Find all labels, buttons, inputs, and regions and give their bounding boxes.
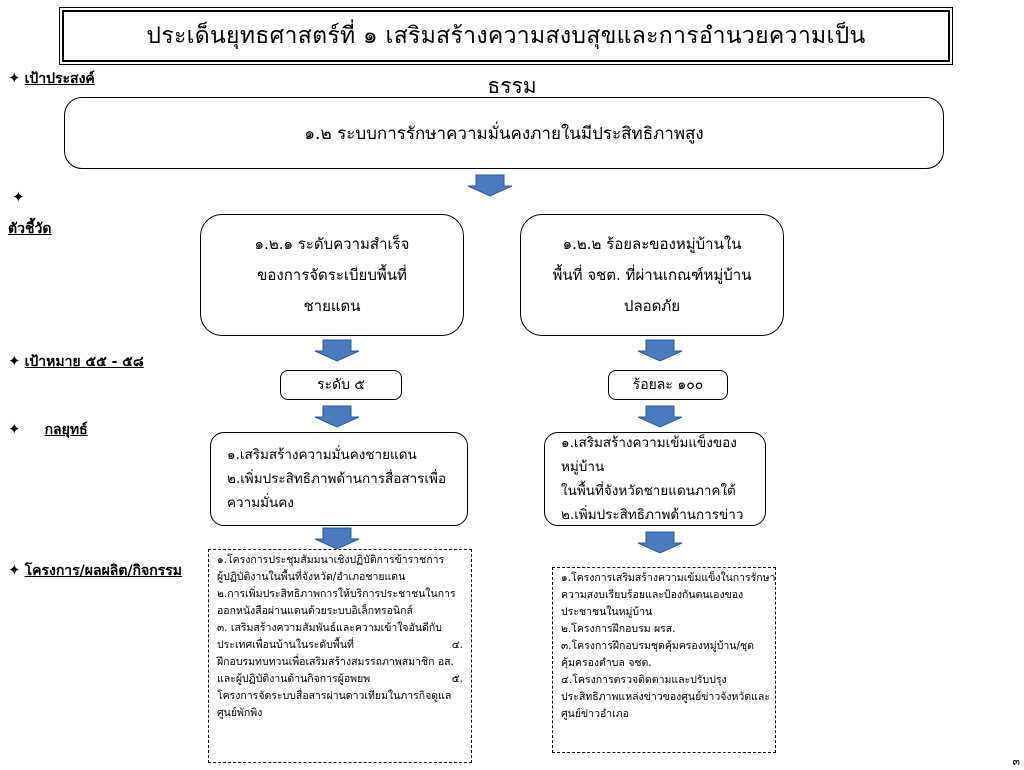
strategy-right-line: ในพื้นที่จังหวัดชายแดนภาคใต้ bbox=[561, 483, 736, 499]
project-line: ความสงบเรียบร้อยและป้องกันตนเองของ bbox=[561, 589, 744, 601]
project-line: ออกหนังสือผ่านแดนด้วยระบบอิเล็กทรอนิกส์ bbox=[217, 603, 463, 620]
star-icon: ✦ bbox=[8, 69, 21, 87]
project-text: ประเทศเพื่อนบ้านในระดับพื้นที่ bbox=[217, 639, 354, 651]
project-line: ๔.โครงการตรวจติดตามและปรับปรุง bbox=[561, 674, 727, 686]
arrow-strategy-left-icon bbox=[314, 527, 360, 550]
strategy-left-line: ๒.เพิ่มประสิทธิภาพด้านการสื่อสารเพื่อ bbox=[227, 471, 447, 487]
project-line: โครงการจัดระบบสื่อสารผ่านดาวเทียมในภารกิ… bbox=[217, 688, 463, 705]
label-objective-text: เป้าประสงค์ bbox=[24, 71, 95, 87]
label-indicator: ตัวชี้วัด bbox=[8, 218, 51, 240]
strategy-left-line: ๑.เสริมสร้างความมั่นคงชายแดน bbox=[227, 447, 417, 463]
indicator-left-line: ๑.๒.๑ ระดับความสำเร็จ bbox=[254, 234, 410, 253]
title-line1: ประเด็นยุทธศาสตร์ที่ ๑ เสริมสร้างความสงบ… bbox=[146, 23, 866, 49]
page-number: ๓ bbox=[1012, 755, 1020, 768]
label-projects-text: โครงการ/ผลผลิต/กิจกรรม bbox=[24, 563, 182, 579]
project-line: ประเทศเพื่อนบ้านในระดับพื้นที่ ๔. bbox=[217, 637, 463, 654]
projects-box-left: ๑.โครงการประชุมสัมมนาเชิงปฏิบัติการข้ารา… bbox=[208, 549, 472, 763]
project-num: ๔. bbox=[451, 639, 463, 651]
project-line: ๒.โครงการฝึกอบรม ผรส. bbox=[561, 623, 676, 635]
arrow-target-right-icon bbox=[637, 405, 683, 428]
project-line: ผู้ปฏิบัติงานในพื้นที่จังหวัด/อำเภอชายแด… bbox=[217, 569, 463, 586]
project-text: ๓. เสริมสร้างความสัมพันธ์และความเข้าใจอั… bbox=[217, 622, 442, 634]
project-line: ประสิทธิภาพแหล่งข่าวของศูนย์ข่าวจังหวัดแ… bbox=[561, 691, 770, 703]
indicator-left-line: ชายแดน bbox=[303, 296, 361, 315]
project-line: ๓. เสริมสร้างความสัมพันธ์และความเข้าใจอั… bbox=[217, 620, 463, 637]
project-line: ๒.การเพิ่มประสิทธิภาพการให้บริการประชาชน… bbox=[217, 586, 463, 603]
indicator-box-right: ๑.๒.๒ ร้อยละของหมู่บ้านใน พื้นที่ จชต. ท… bbox=[520, 214, 784, 336]
indicator-box-left: ๑.๒.๑ ระดับความสำเร็จ ของการจัดระเบียบพื… bbox=[200, 214, 464, 336]
project-line: คุ้มครองตำบล จชต. bbox=[561, 657, 652, 669]
arrow-indicator-left-icon bbox=[314, 339, 360, 362]
label-indicator-star: ✦ bbox=[12, 188, 29, 206]
project-line: ฝึกอบรมทบทวนเพื่อเสริมสร้างสมรรถภาพสมาชิ… bbox=[217, 654, 463, 671]
strategy-right-line: ๒.เพิ่มประสิทธิภาพด้านการข่าว bbox=[561, 507, 744, 523]
indicator-right-line: ๑.๒.๒ ร้อยละของหมู่บ้านใน bbox=[562, 234, 742, 253]
label-indicator-text: ตัวชี้วัด bbox=[8, 221, 52, 237]
project-line: ประชาชนในหมู่บ้าน bbox=[561, 606, 653, 618]
page-title: ประเด็นยุทธศาสตร์ที่ ๑ เสริมสร้างความสงบ… bbox=[59, 7, 953, 65]
label-objective: ✦เป้าประสงค์ bbox=[8, 68, 95, 90]
project-line: ๑.โครงการเสริมสร้างความเข้มแข็งในการรักษ… bbox=[561, 572, 776, 584]
project-text: ศูนย์พักพิง bbox=[217, 707, 263, 719]
arrow-target-left-icon bbox=[314, 405, 360, 428]
target-right-text: ร้อยละ ๑๐๐ bbox=[632, 377, 704, 393]
project-text: ๑.โครงการประชุมสัมมนาเชิงปฏิบัติการข้ารา… bbox=[217, 554, 445, 566]
project-line: ๓.โครงการฝึกอบรมชุดคุ้มครองหมู่บ้าน/ชุด bbox=[561, 640, 754, 652]
arrow-strategy-right-icon bbox=[637, 531, 683, 554]
project-text: ๒.การเพิ่มประสิทธิภาพการให้บริการประชาชน… bbox=[217, 588, 456, 600]
goal-text: ๑.๒ ระบบการรักษาความมั่นคงภายในมีประสิทธ… bbox=[304, 123, 704, 144]
project-line: ศูนย์ข่าวอำเภอ bbox=[561, 708, 629, 720]
star-icon: ✦ bbox=[8, 420, 21, 438]
project-line: ๑.โครงการประชุมสัมมนาเชิงปฏิบัติการข้ารา… bbox=[217, 552, 463, 569]
project-text: โครงการจัดระบบสื่อสารผ่านดาวเทียมในภารกิ… bbox=[217, 690, 452, 702]
strategy-left-line: ความมั่นคง bbox=[227, 495, 294, 511]
project-line: ศูนย์พักพิง bbox=[217, 705, 463, 722]
indicator-right-line: พื้นที่ จชต. ที่ผ่านเกณฑ์หมู่บ้าน bbox=[552, 265, 752, 284]
star-icon: ✦ bbox=[8, 561, 21, 579]
target-left-text: ระดับ ๕ bbox=[316, 377, 366, 393]
strategy-box-left: ๑.เสริมสร้างความมั่นคงชายแดน ๒.เพิ่มประส… bbox=[210, 432, 468, 526]
project-text: ออกหนังสือผ่านแดนด้วยระบบอิเล็กทรอนิกส์ bbox=[217, 605, 413, 617]
goal-box: ๑.๒ ระบบการรักษาความมั่นคงภายในมีประสิทธ… bbox=[64, 97, 944, 169]
target-box-left: ระดับ ๕ bbox=[280, 370, 402, 400]
title-continuation: ธรรม bbox=[487, 74, 537, 98]
arrow-indicator-right-icon bbox=[637, 339, 683, 362]
indicator-left-line: ของการจัดระเบียบพื้นที่ bbox=[257, 265, 407, 284]
strategy-right-line: ๑.เสริมสร้างความเข้มแข็งของหมู่บ้าน bbox=[561, 435, 737, 475]
indicator-right-line: ปลอดภัย bbox=[623, 296, 681, 315]
label-projects: ✦โครงการ/ผลผลิต/กิจกรรม bbox=[8, 560, 182, 582]
projects-box-right: ๑.โครงการเสริมสร้างความเข้มแข็งในการรักษ… bbox=[552, 567, 776, 753]
star-icon: ✦ bbox=[8, 352, 21, 370]
project-text: และผู้ปฏิบัติงานด้านกิจการผู้อพยพ bbox=[217, 673, 371, 685]
star-icon: ✦ bbox=[12, 188, 25, 206]
label-strategy-text: กลยุทธ์ bbox=[44, 422, 88, 438]
project-text: ผู้ปฏิบัติงานในพื้นที่จังหวัด/อำเภอชายแด… bbox=[217, 571, 406, 583]
label-strategy: ✦ กลยุทธ์ bbox=[8, 419, 88, 441]
project-text: ฝึกอบรมทบทวนเพื่อเสริมสร้างสมรรถภาพสมาชิ… bbox=[217, 656, 454, 668]
strategy-box-right: ๑.เสริมสร้างความเข้มแข็งของหมู่บ้าน ในพื… bbox=[544, 432, 766, 526]
label-target-text: เป้าหมาย ๕๕ - ๕๘ bbox=[24, 354, 144, 370]
arrow-goal-to-indicators-icon bbox=[467, 174, 513, 197]
target-box-right: ร้อยละ ๑๐๐ bbox=[608, 370, 728, 400]
label-target: ✦เป้าหมาย ๕๕ - ๕๘ bbox=[8, 351, 144, 373]
project-line: และผู้ปฏิบัติงานด้านกิจการผู้อพยพ ๕. bbox=[217, 671, 463, 688]
project-num: ๕. bbox=[451, 673, 463, 685]
